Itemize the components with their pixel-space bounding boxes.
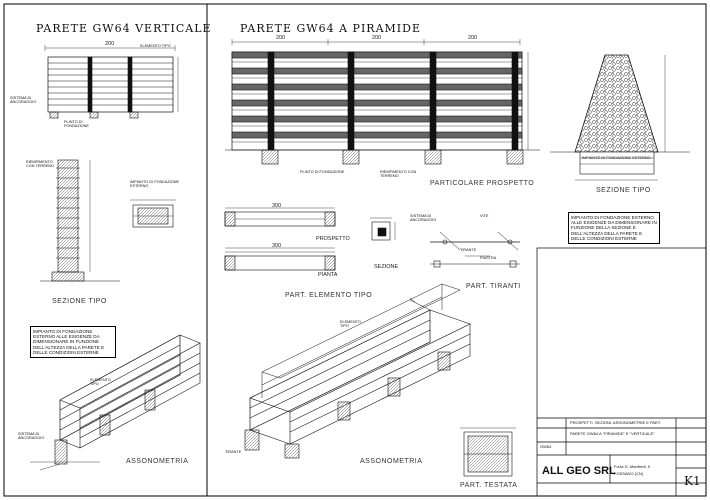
caption-assonometria-left: ASSONOMETRIA bbox=[126, 458, 189, 465]
title-block-row1: PROSPETTI, SEZIONI, ASSONOMETRIE E PART. bbox=[570, 420, 661, 425]
vertical-wall-elevation bbox=[44, 45, 179, 119]
pyramid-wall-elevation bbox=[225, 39, 540, 165]
label-piastra: PIASTRA bbox=[480, 256, 497, 260]
caption-part-tiranti: PART. TIRANTI bbox=[466, 283, 521, 290]
label-tirante: TIRANTE bbox=[460, 248, 477, 252]
label-plinto-right: PLINTO DI FONDAZIONE bbox=[300, 170, 345, 174]
caption-sezione-tipo-right: SEZIONE TIPO bbox=[596, 187, 651, 194]
caption-particolare-prospetto: PARTICOLARE PROSPETTO bbox=[430, 180, 535, 187]
label-vite: VITE bbox=[480, 214, 489, 218]
label-riempimento-right: RIEMPIMENTO CON TERRENO bbox=[380, 170, 417, 179]
title-block-row2: PARETE GW64 A "PIRAMIDE" E "VERTICALE" bbox=[570, 431, 655, 436]
element-detail-small bbox=[130, 199, 176, 228]
caption-part-elemento-tipo: PART. ELEMENTO TIPO bbox=[285, 292, 373, 299]
label-tirante-axo: TIRANTE bbox=[225, 450, 242, 454]
label-fondazione-right: IMPIANTO DI FONDAZIONE ESTERNO bbox=[582, 156, 651, 160]
company-address-2: FOSSANO (CN) bbox=[614, 471, 644, 476]
label-ancoraggio-right: SISTEMA DI ANCORAGGIO bbox=[410, 214, 437, 223]
caption-prospetto: PROSPETTO bbox=[316, 236, 350, 242]
dim-label: 200 bbox=[372, 35, 382, 41]
label-plinto: PLINTO DI FONDAZIONE bbox=[64, 120, 89, 129]
caption-assonometria-right: ASSONOMETRIA bbox=[360, 458, 423, 465]
sheet-number: K1 bbox=[684, 474, 701, 488]
dim-label: 200 bbox=[105, 41, 115, 47]
element-prospetto bbox=[224, 207, 336, 227]
label-ancoraggio: SISTEMA DI ANCORAGGIO bbox=[10, 96, 37, 105]
pyramid-section bbox=[550, 54, 690, 181]
head-detail bbox=[460, 427, 516, 477]
caption-pianta: PIANTA bbox=[318, 272, 338, 278]
label-elemento-left-axo: ELEMENTO TIPO bbox=[90, 378, 111, 387]
caption-part-testata: PART. TESTATA bbox=[460, 482, 518, 489]
left-axonometry bbox=[30, 334, 201, 471]
company-name: ALL GEO SRL bbox=[542, 465, 616, 477]
dim-label: 300 bbox=[272, 203, 282, 209]
label-riempimento: RIEMPIMENTO CON TERRENO bbox=[26, 160, 54, 169]
title-block-frame bbox=[536, 247, 707, 497]
dim-label: 300 bbox=[272, 243, 282, 249]
caption-sezione-tipo-left: SEZIONE TIPO bbox=[52, 298, 107, 305]
label-elemento-axo: ELEMENTO TIPO bbox=[340, 320, 361, 329]
right-axonometry bbox=[244, 283, 471, 459]
label-elemento: ELEMENTO TIPO bbox=[140, 44, 171, 48]
title-block-row3: GW64 bbox=[540, 444, 552, 449]
company-address-1: P.zza G. Manfredi, 9 bbox=[614, 464, 650, 469]
dim-label: 200 bbox=[468, 35, 478, 41]
label-fondazione: IMPIANTO DI FONDAZIONE ESTERNO bbox=[130, 180, 180, 189]
foundation-note-left: IMPIANTO DI FONDAZIONE ESTERNO ALLE ESIG… bbox=[30, 326, 116, 359]
title-pyramid-wall: PARETE GW64 A PIRAMIDE bbox=[240, 22, 421, 35]
title-vertical-wall: PARETE GW64 VERTICALE bbox=[36, 22, 212, 35]
dim-label: 200 bbox=[276, 35, 286, 41]
element-section bbox=[370, 217, 396, 241]
caption-sezione: SEZIONE bbox=[374, 264, 399, 270]
vertical-wall-section bbox=[40, 159, 120, 282]
element-pianta bbox=[224, 247, 336, 271]
label-ancoraggio-axo: SISTEMA DI ANCORAGGIO bbox=[18, 432, 45, 441]
tie-rod-detail bbox=[430, 231, 520, 268]
foundation-note-right: IMPIANTO DI FONDAZIONE ESTERNO ALLE ESIG… bbox=[568, 212, 660, 245]
